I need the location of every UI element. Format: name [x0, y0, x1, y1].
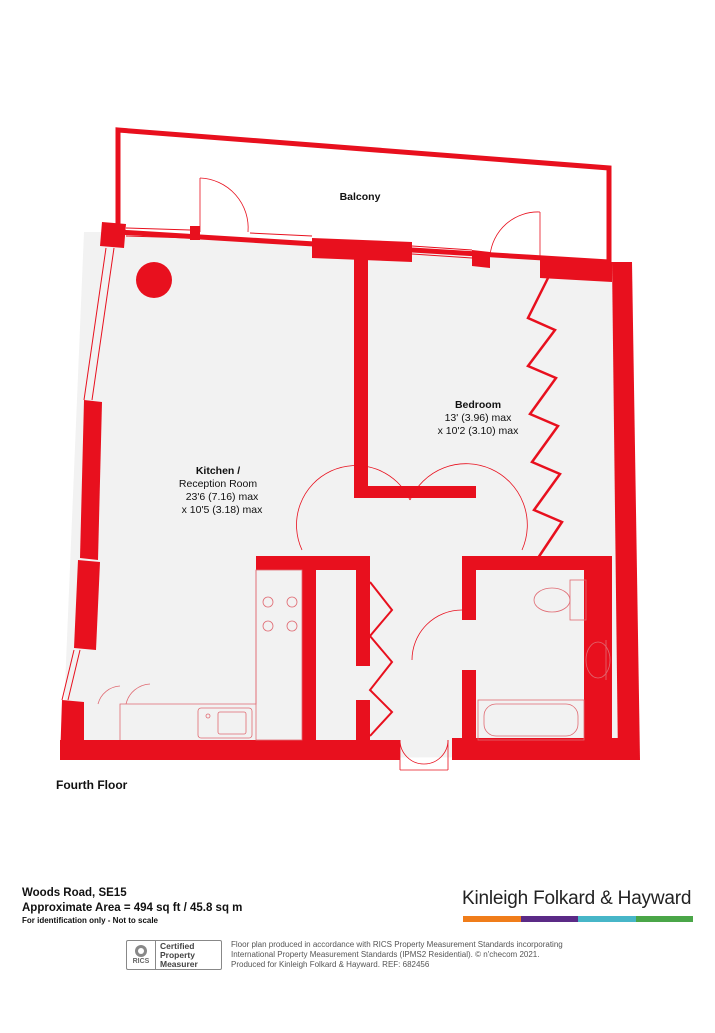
rics-cert-line1: Certified: [160, 940, 195, 951]
floor-plan: Balcony Bedroom 13' (3.96) max x 10'2 (3…: [60, 127, 640, 771]
rics-badge: RICS Certified Property Measurer: [126, 940, 222, 970]
rics-cert-line2: Property: [160, 949, 195, 960]
balcony-label: Balcony: [340, 191, 381, 203]
brand-name: Kinleigh Folkard & Hayward: [462, 888, 692, 909]
floor-label: Fourth Floor: [56, 778, 128, 792]
brand-bar-purple: [520, 916, 578, 922]
small-print-line3: Produced for Kinleigh Folkard & Hayward.…: [231, 960, 430, 969]
wardrobe-doors: [526, 277, 564, 559]
bathroom-fixtures: [477, 579, 611, 741]
windows: [61, 227, 473, 701]
kitchen-name2: Reception Room: [179, 478, 257, 490]
brand-bar-green: [635, 916, 693, 922]
interior-walls: [256, 258, 612, 746]
rics-emblem-icon: [135, 945, 147, 957]
small-print-line1: Floor plan produced in accordance with R…: [231, 940, 563, 949]
brand-color-bar: [463, 916, 693, 922]
small-print: Floor plan produced in accordance with R…: [231, 940, 601, 970]
rics-logo: RICS: [127, 941, 156, 969]
door-swings: [199, 177, 541, 771]
interior-floor: [62, 232, 634, 758]
brand-bar-teal: [578, 916, 636, 922]
kitchen-dim1: 23'6 (7.16) max: [186, 491, 259, 503]
property-address: Woods Road, SE15: [22, 887, 127, 899]
rics-logo-text: RICS: [132, 958, 150, 965]
brand-bar-orange: [463, 916, 521, 922]
boiler-circle: [136, 262, 172, 298]
disclaimer: For identification only - Not to scale: [22, 916, 159, 925]
bedroom-dim1: 13' (3.96) max: [445, 412, 513, 424]
rics-cert-line3: Measurer: [160, 958, 198, 969]
rics-cert-text: Certified Property Measurer: [156, 940, 198, 969]
kitchen-units: [97, 569, 303, 741]
property-info: Woods Road, SE15 Approximate Area = 494 …: [22, 886, 242, 916]
bedroom-name: Bedroom: [455, 399, 501, 411]
kitchen-name1: Kitchen /: [196, 465, 240, 477]
property-area: Approximate Area = 494 sq ft / 45.8 sq m: [22, 902, 243, 914]
small-print-line2: International Property Measurement Stand…: [231, 950, 540, 959]
bedroom-dim2: x 10'2 (3.10) max: [438, 425, 520, 437]
kitchen-dim2: x 10'5 (3.18) max: [182, 504, 264, 516]
hall-cupboard-doors: [368, 581, 394, 737]
